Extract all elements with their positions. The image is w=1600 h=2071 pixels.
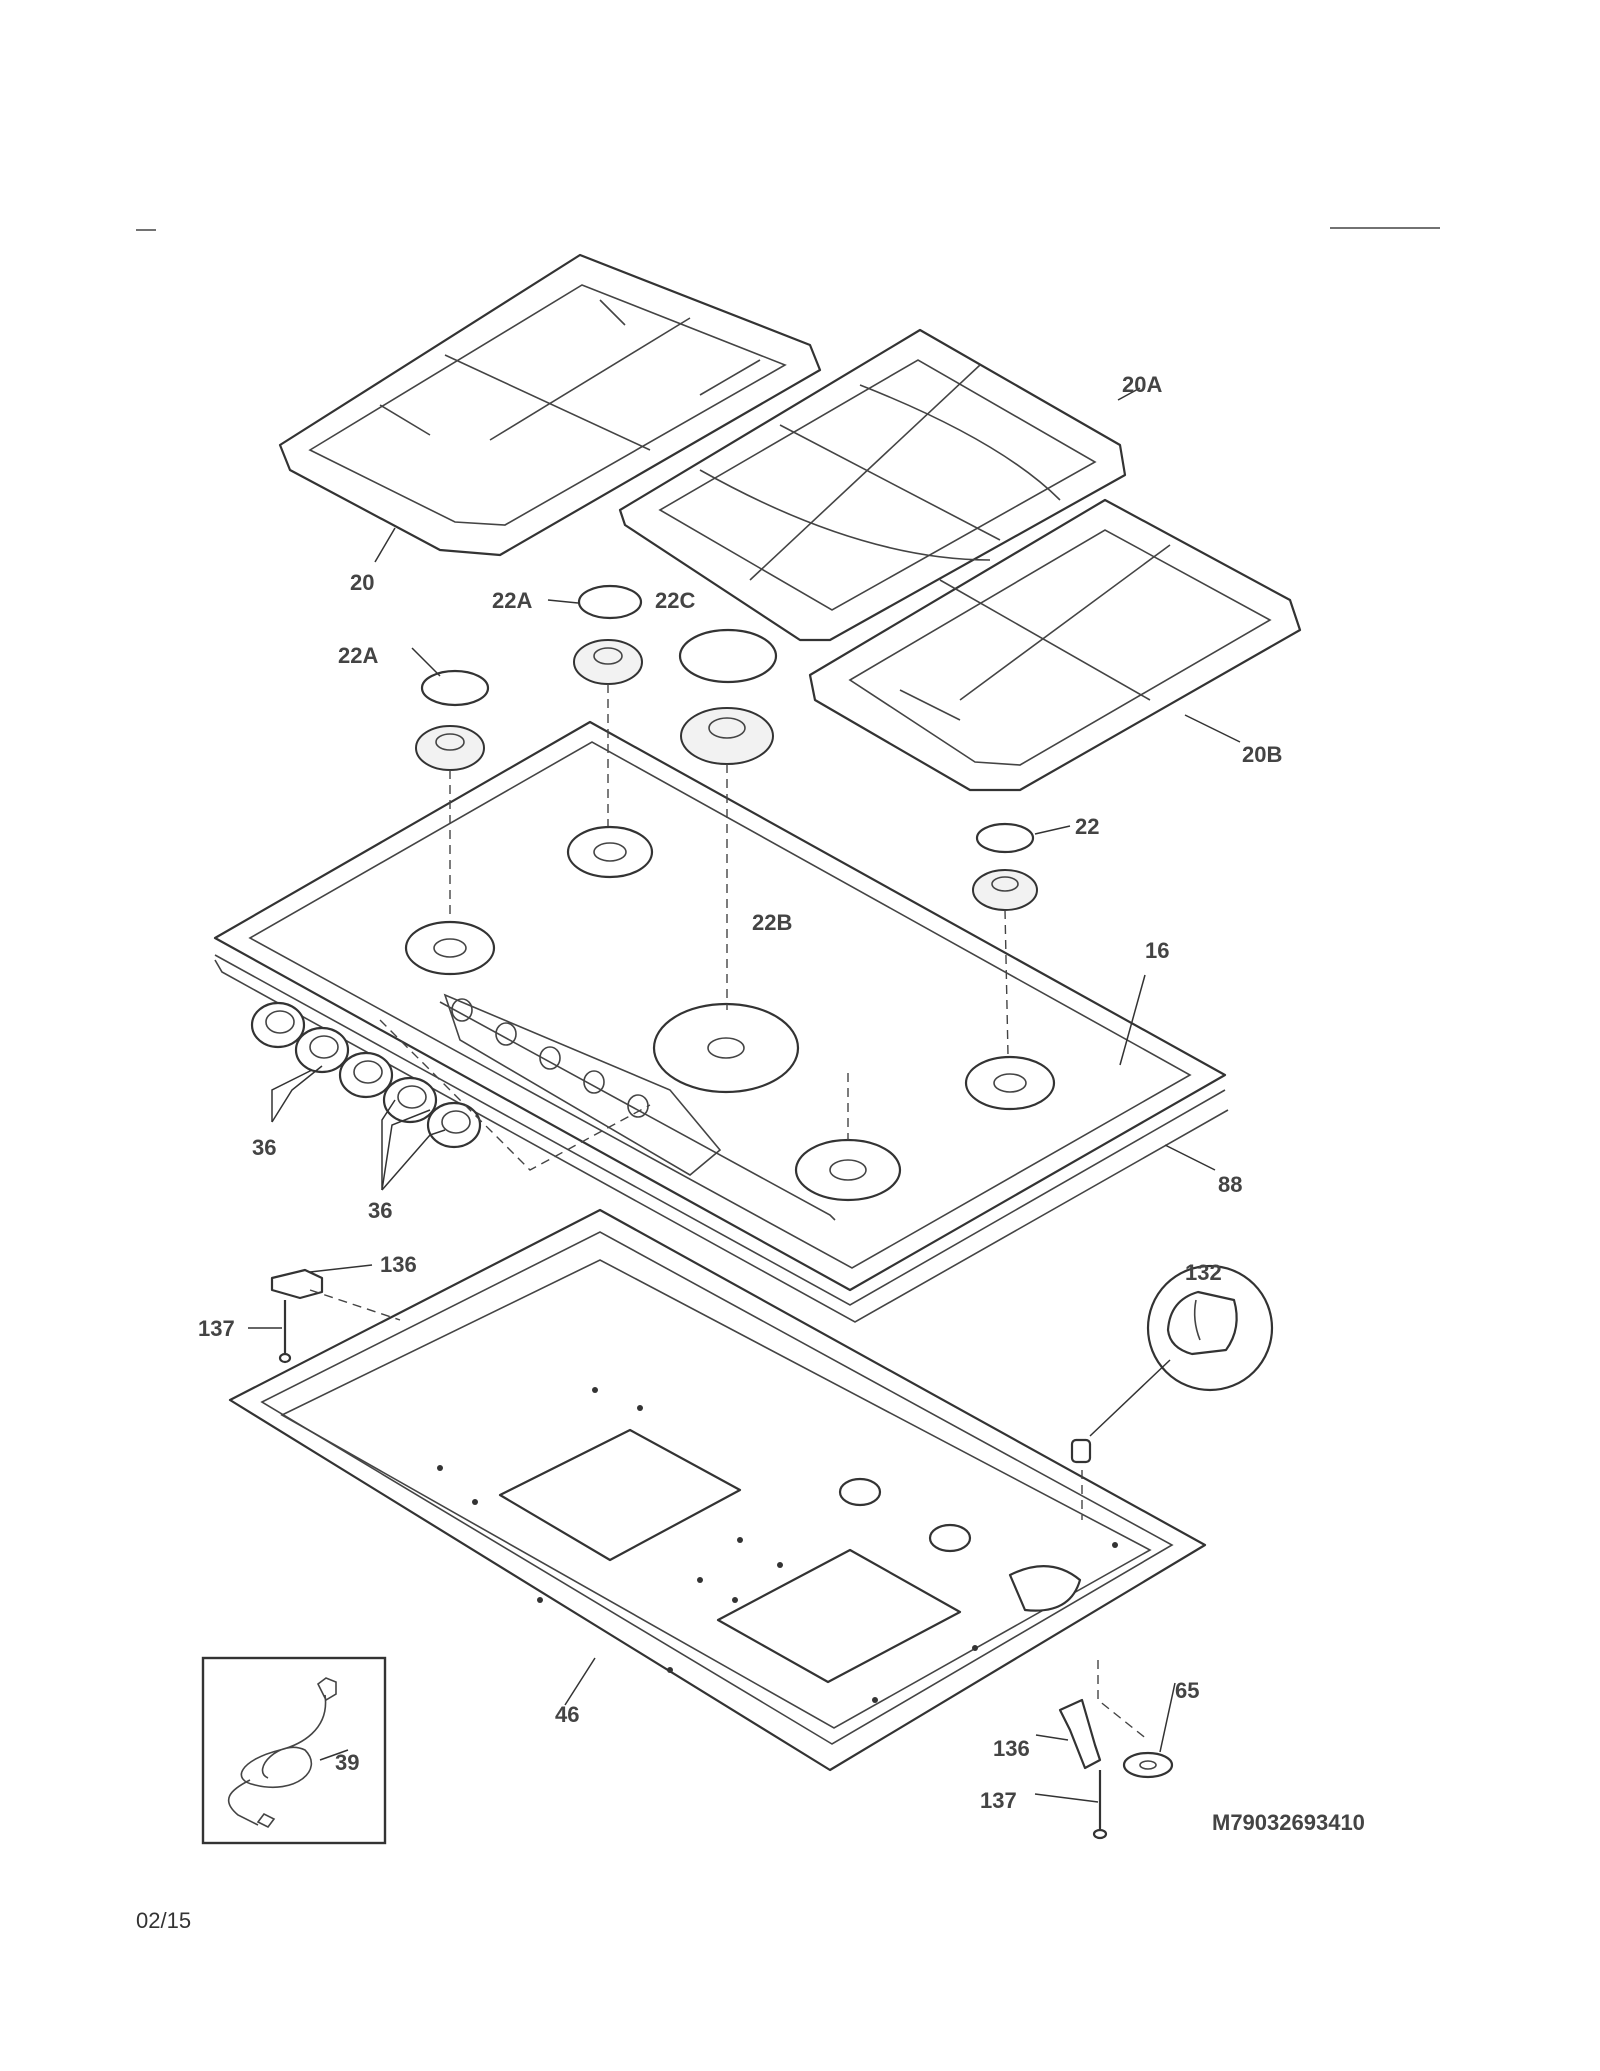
burner-head-right — [972, 869, 1038, 911]
gasket-88 — [214, 959, 1229, 1323]
screw-137-top — [278, 1300, 292, 1364]
burner-box-46 — [228, 1208, 1207, 1772]
burner-cap-22c — [678, 628, 778, 684]
bracket-136-top — [270, 1268, 324, 1300]
callout-20: 20 — [350, 570, 374, 595]
assembly-lines — [309, 684, 1149, 1741]
callout-132: 132 — [1185, 1260, 1222, 1285]
burner-head-top — [573, 639, 643, 685]
callout-labels: 20 20A 20B 22A 22A 22C 22 22B 16 88 36 3… — [198, 372, 1282, 1813]
callout-22a-top: 22A — [492, 588, 532, 613]
burner-cap-22a-left — [420, 669, 490, 707]
callout-46: 46 — [555, 1702, 579, 1727]
callout-137-bottom: 137 — [980, 1788, 1017, 1813]
callout-22a-left: 22A — [338, 643, 378, 668]
burner-cap-22a-top — [577, 584, 643, 620]
callout-20b: 20B — [1242, 742, 1282, 767]
burner-head-left — [415, 725, 485, 771]
callout-136-top: 136 — [380, 1252, 417, 1277]
screw-137-bottom — [1092, 1770, 1108, 1840]
cooktop-16 — [213, 720, 1227, 1306]
callout-65: 65 — [1175, 1678, 1199, 1703]
washer-65 — [1122, 1751, 1174, 1779]
burner-head-center — [680, 707, 774, 765]
leader-lines — [248, 387, 1241, 1803]
grate-20a-center — [618, 328, 1127, 642]
page-date: 02/15 — [136, 1908, 191, 1933]
model-number: M79032693410 — [1212, 1810, 1365, 1835]
callout-22: 22 — [1075, 814, 1099, 839]
callout-136-bottom: 136 — [993, 1736, 1030, 1761]
control-knobs-36 — [250, 1001, 482, 1149]
burner-cap-22 — [975, 822, 1035, 854]
grate-20-left — [278, 253, 822, 557]
callout-36-top: 36 — [252, 1135, 276, 1160]
callout-36-bottom: 36 — [368, 1198, 392, 1223]
bracket-136-bottom — [1058, 1698, 1102, 1770]
detail-circle-132 — [1146, 1264, 1274, 1392]
callout-16: 16 — [1145, 938, 1169, 963]
grate-20b-right — [808, 498, 1302, 792]
power-cord-inset — [201, 1656, 387, 1845]
callout-22b: 22B — [752, 910, 792, 935]
callout-22c: 22C — [655, 588, 695, 613]
callout-137-top: 137 — [198, 1316, 235, 1341]
header-rules — [136, 227, 1440, 231]
callout-39: 39 — [335, 1750, 359, 1775]
callout-20a: 20A — [1122, 372, 1162, 397]
callout-88: 88 — [1218, 1172, 1242, 1197]
orifice-132 — [1070, 1438, 1092, 1464]
